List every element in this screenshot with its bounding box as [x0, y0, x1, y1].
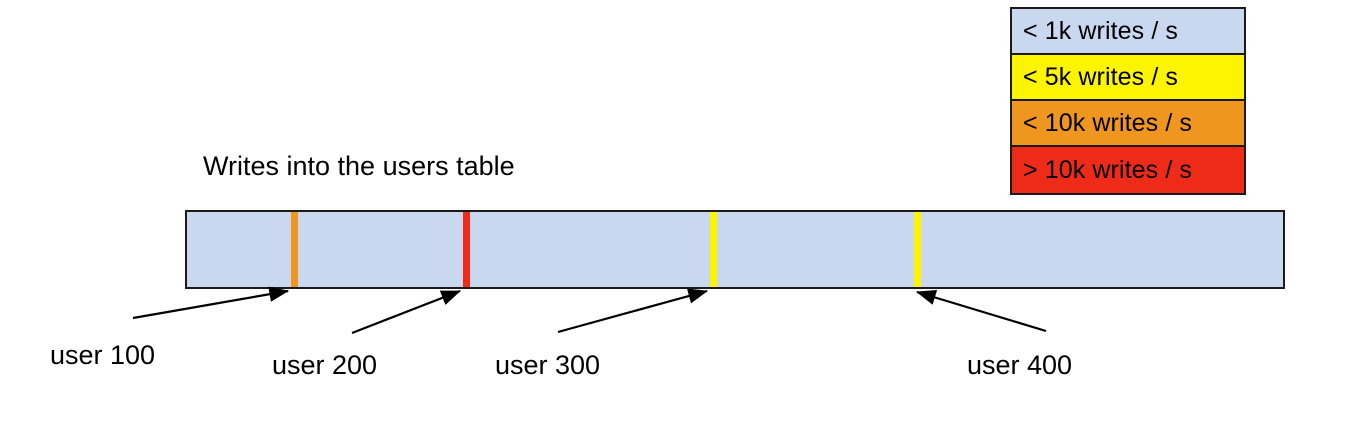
legend-entry-under-5k: < 5k writes / s [1012, 55, 1244, 101]
legend-entry-label: < 1k writes / s [1023, 16, 1179, 45]
callout-arrow-user-200 [351, 289, 462, 335]
callout-label-user-100: user 100 [50, 340, 156, 370]
hotspot-stripe-user-100 [291, 212, 298, 287]
hotspot-stripe-user-400 [914, 212, 921, 287]
hotspot-stripe-user-200 [463, 212, 470, 287]
chart-title: Writes into the users table [203, 151, 515, 181]
legend-entry-under-1k: < 1k writes / s [1012, 9, 1244, 55]
users-table-keyspace-bar [185, 210, 1285, 289]
hotspot-stripe-user-300 [710, 212, 717, 287]
legend-entry-label: > 10k writes / s [1023, 155, 1193, 184]
legend-entry-label: < 10k writes / s [1023, 108, 1193, 137]
callout-arrow-user-100 [132, 286, 290, 320]
legend-entry-under-10k: < 10k writes / s [1012, 101, 1244, 147]
callout-label-user-300: user 300 [495, 350, 601, 380]
legend: < 1k writes / s < 5k writes / s < 10k wr… [1010, 7, 1246, 195]
legend-entry-over-10k: > 10k writes / s [1012, 147, 1244, 193]
legend-entry-label: < 5k writes / s [1023, 62, 1179, 91]
callout-label-user-400: user 400 [967, 350, 1073, 380]
callout-arrow-user-400 [915, 290, 1047, 333]
callout-arrow-user-300 [557, 288, 709, 334]
callout-label-user-200: user 200 [272, 350, 378, 380]
